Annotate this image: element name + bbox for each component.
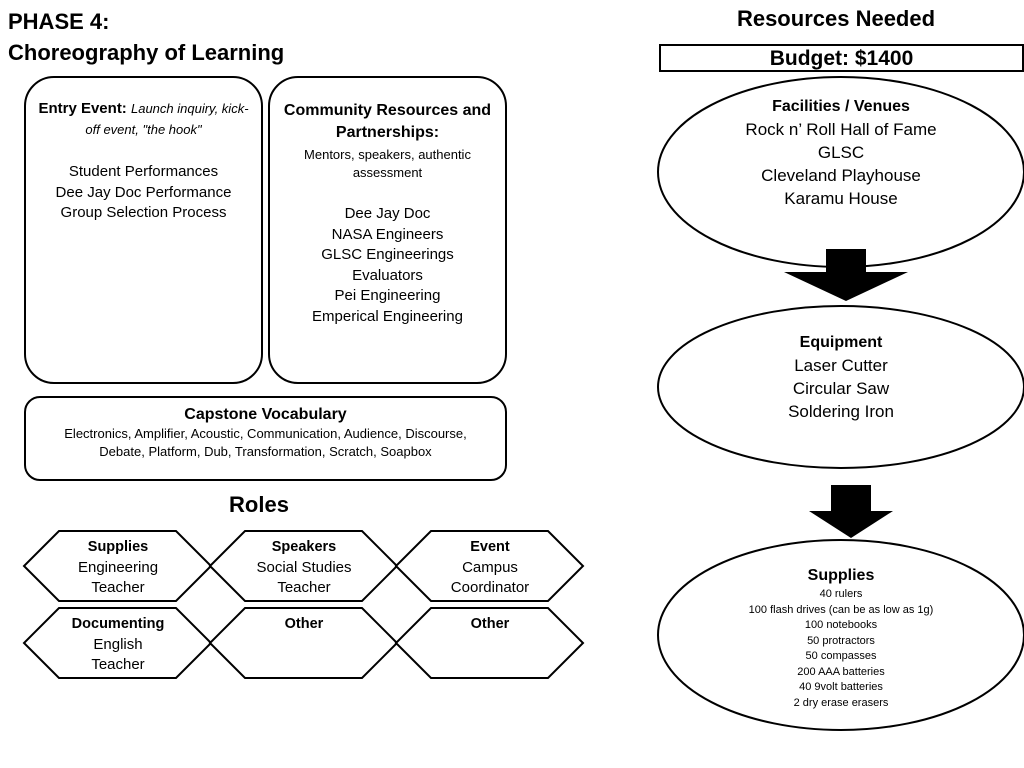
role-supplies: Supplies Engineering Teacher (43, 537, 193, 599)
community-resource-item: Dee Jay Doc (344, 205, 431, 222)
role-line: Coordinator (450, 579, 530, 596)
supplies-text: Supplies 40 rulers 100 flash drives (can… (680, 564, 1002, 711)
role-line: Teacher (91, 579, 145, 596)
supply-item: 40 9volt batteries (799, 681, 883, 693)
role-title: Speakers (271, 539, 337, 555)
facility-item: Karamu House (784, 189, 898, 208)
facilities-text: Facilities / Venues Rock n’ Roll Hall of… (680, 95, 1002, 210)
role-hexagon (22, 607, 213, 679)
facilities-ellipse (657, 76, 1024, 268)
entry-event-item: Student Performances (68, 163, 219, 180)
facility-item: GLSC (817, 143, 865, 162)
role-line: Campus (462, 558, 518, 576)
budget-box: Budget: $1400 (659, 44, 1024, 72)
equipment-item: Soldering Iron (788, 402, 894, 421)
supply-item: 40 rulers (819, 588, 863, 600)
supplies-ellipse (657, 539, 1024, 731)
role-other: Other (415, 614, 565, 635)
entry-event-item: Dee Jay Doc Performance (55, 183, 232, 201)
supply-item: 50 compasses (805, 650, 877, 662)
community-resource-item: GLSC Engineerings (321, 246, 454, 263)
entry-event-subtitle: Launch inquiry, kick-off event, "the hoo… (85, 101, 249, 137)
resources-title: Resources Needed (736, 6, 936, 31)
role-line: Teacher (277, 579, 331, 596)
role-speakers: Speakers Social Studies Teacher (229, 537, 379, 599)
community-resource-item: NASA Engineers (331, 225, 444, 243)
role-title: Event (470, 539, 510, 555)
entry-event-heading-label: Entry Event: (38, 100, 127, 117)
role-hexagon (394, 530, 585, 602)
role-hexagon (208, 607, 399, 679)
entry-event-heading: Entry Event: Launch inquiry, kick-off ev… (36, 98, 251, 140)
role-other: Other (229, 614, 379, 635)
equipment-text: Equipment Laser Cutter Circular Saw Sold… (680, 331, 1002, 423)
equipment-item: Circular Saw (792, 379, 890, 398)
capstone-vocabulary-heading: Capstone Vocabulary (184, 406, 347, 423)
facility-item: Cleveland Playhouse (761, 166, 921, 185)
role-line: Engineering (77, 558, 159, 576)
supplies-heading: Supplies (807, 567, 875, 584)
role-title: Documenting (71, 616, 165, 632)
roles-title: Roles (229, 492, 289, 517)
entry-event-box: Entry Event: Launch inquiry, kick-off ev… (24, 76, 263, 384)
supply-item: 100 flash drives (can be as low as 1g) (748, 603, 934, 616)
role-title: Other (470, 616, 510, 632)
role-documenting: Documenting English Teacher (43, 614, 193, 676)
role-line: English (93, 635, 143, 653)
supply-item: 50 protractors (807, 634, 875, 647)
role-line: Social Studies (256, 558, 352, 576)
phase-title: PHASE 4: Choreography of Learning (8, 6, 284, 68)
equipment-ellipse (657, 305, 1024, 469)
community-resource-item: Pei Engineering (334, 287, 441, 304)
facilities-heading: Facilities / Venues (772, 98, 910, 115)
down-arrow-icon (784, 249, 908, 301)
capstone-vocabulary-text: Electronics, Amplifier, Acoustic, Commun… (64, 426, 467, 459)
role-event: Event Campus Coordinator (415, 537, 565, 599)
role-hexagon (22, 530, 213, 602)
equipment-item: Laser Cutter (794, 356, 888, 375)
role-title: Supplies (87, 539, 149, 555)
community-resources-heading: Community Resources and Partnerships: (283, 102, 492, 141)
phase-title-line2: Choreography of Learning (8, 40, 285, 65)
capstone-vocabulary-box: Capstone Vocabulary Electronics, Amplifi… (24, 396, 507, 481)
role-line: Teacher (91, 656, 145, 673)
facility-item: Rock n’ Roll Hall of Fame (745, 120, 937, 139)
community-resources-box: Community Resources and Partnerships: Me… (268, 76, 507, 384)
phase-title-line1: PHASE 4: (8, 9, 110, 34)
down-arrow-icon (809, 485, 893, 538)
entry-event-item: Group Selection Process (60, 204, 227, 221)
role-hexagon (394, 607, 585, 679)
role-hexagon (208, 530, 399, 602)
supply-item: 200 AAA batteries (797, 665, 885, 678)
community-resource-item: Emperical Engineering (312, 307, 463, 325)
community-resources-subtitle: Mentors, speakers, authentic assessment (304, 147, 471, 180)
equipment-heading: Equipment (799, 334, 883, 351)
role-title: Other (284, 616, 324, 632)
supply-item: 2 dry erase erasers (793, 696, 889, 709)
community-resource-item: Evaluators (352, 266, 423, 284)
supply-item: 100 notebooks (804, 619, 878, 631)
